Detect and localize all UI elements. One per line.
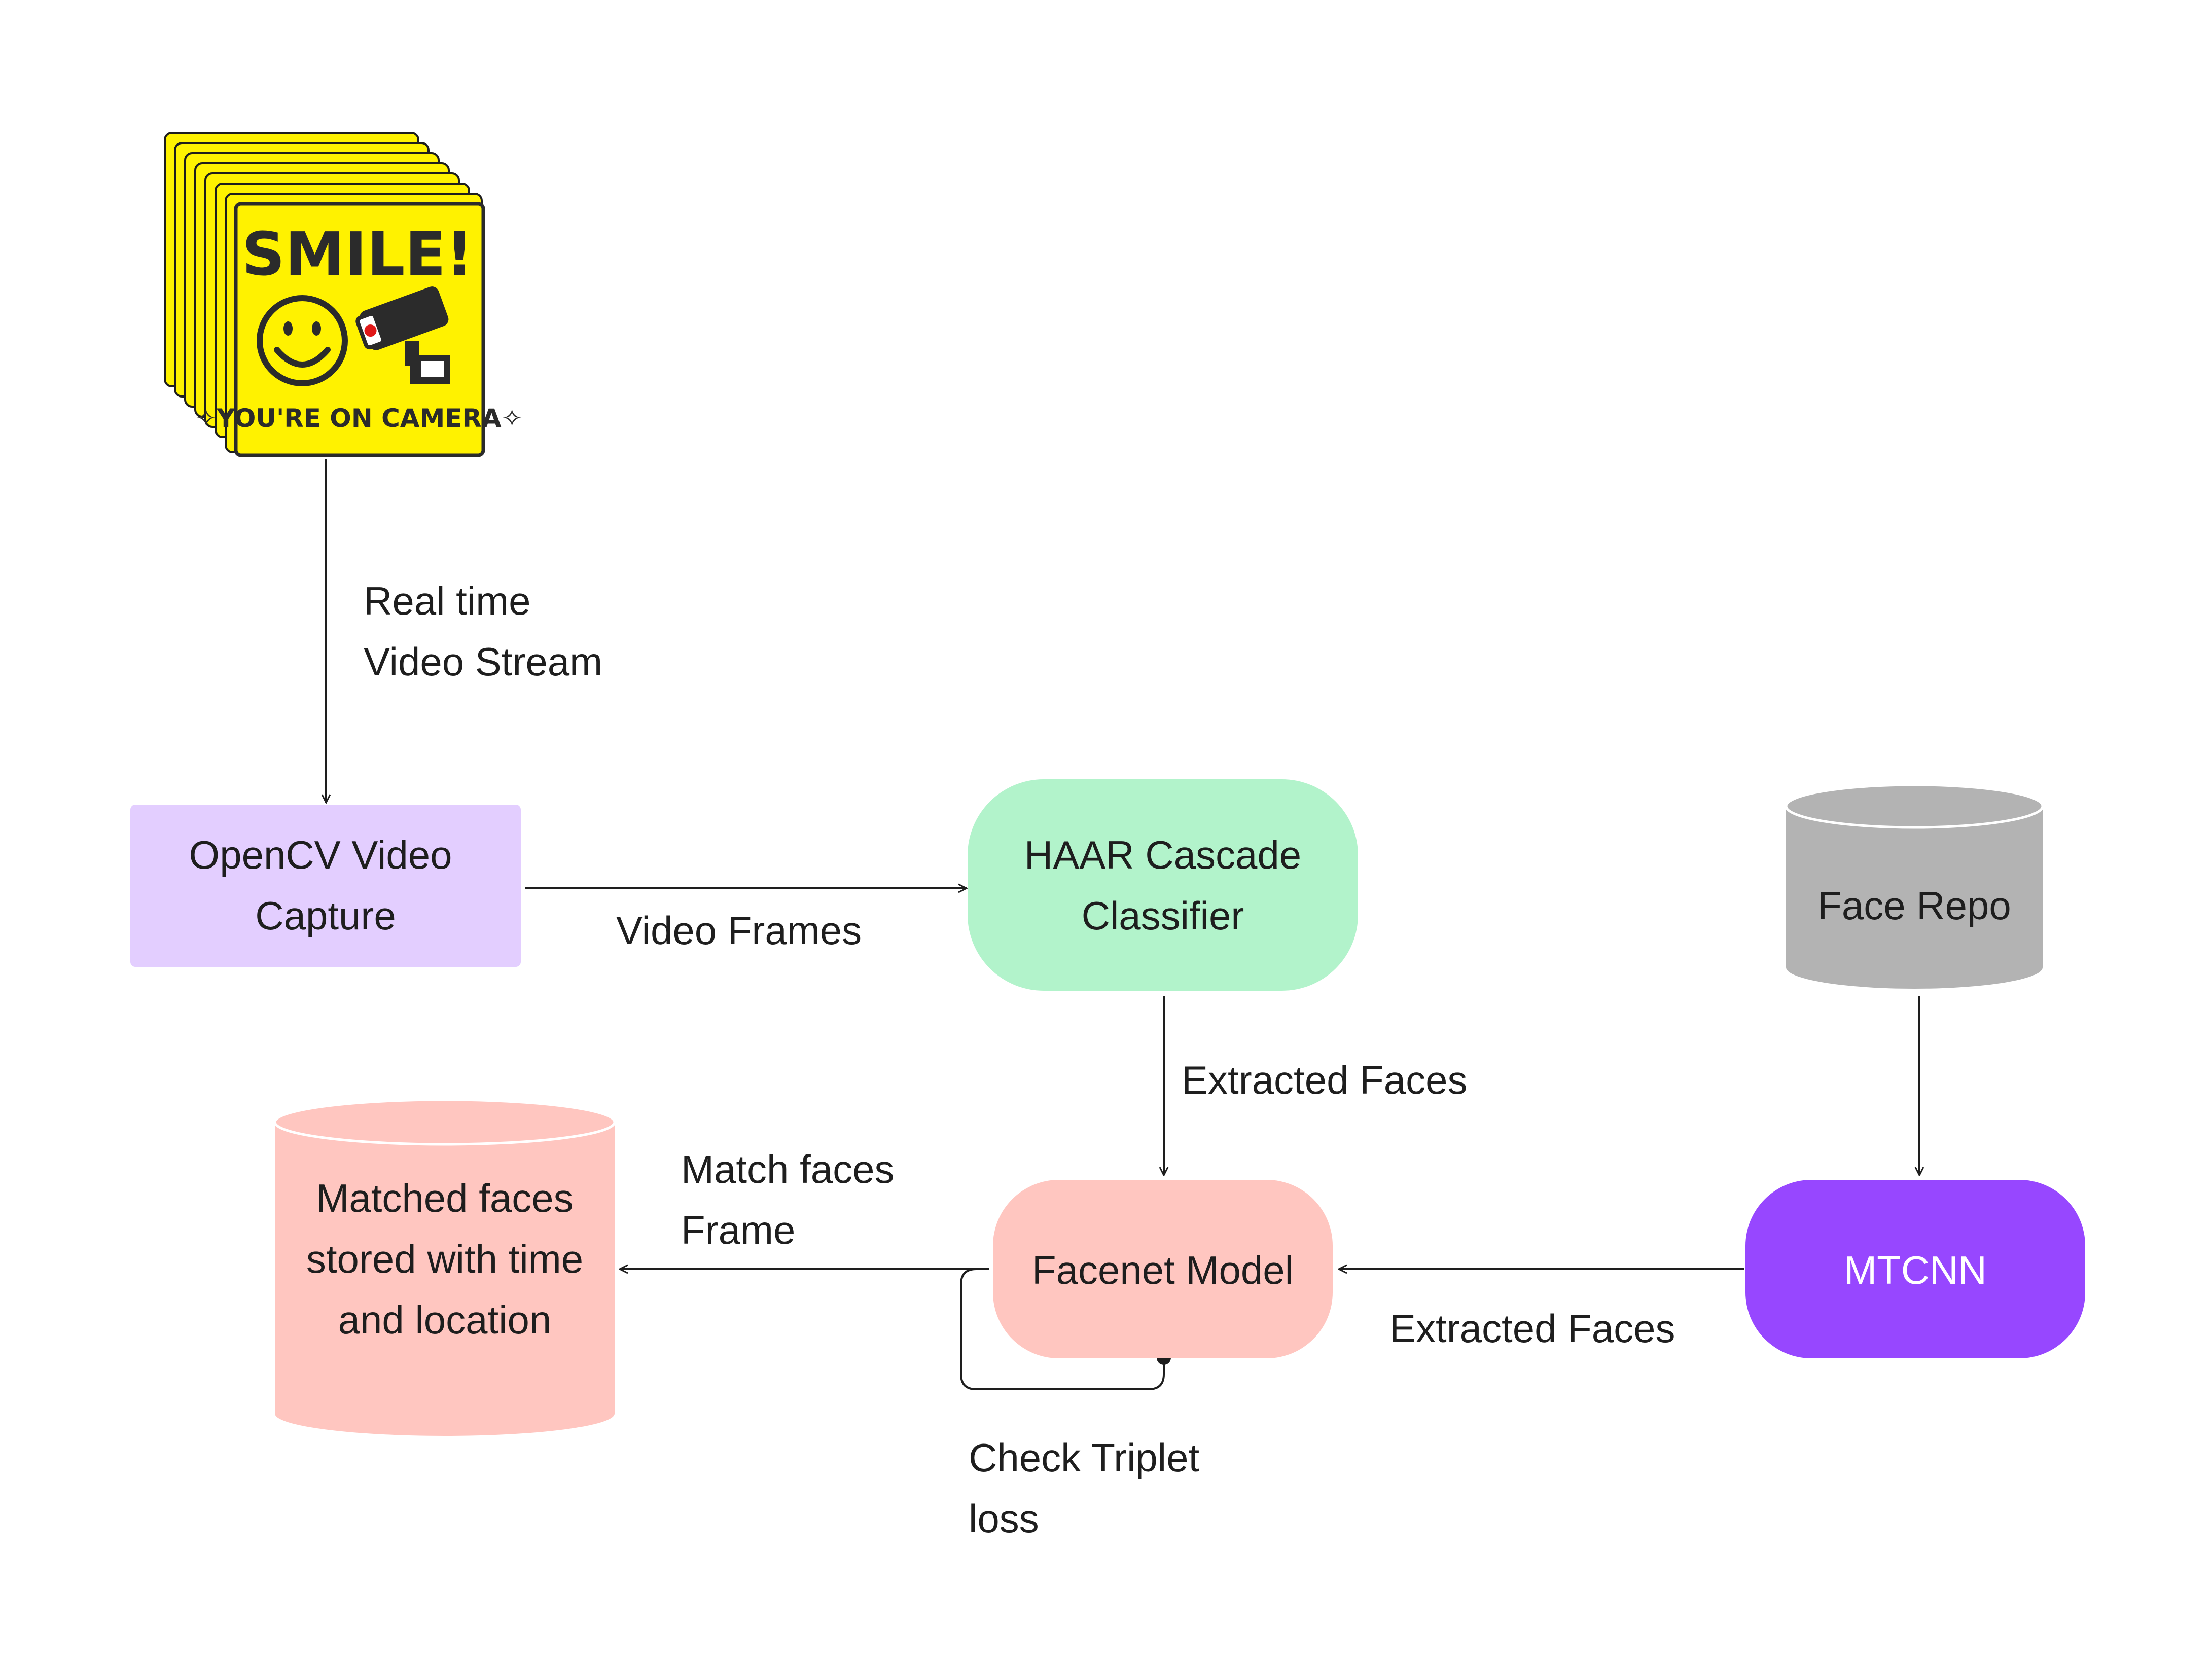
- mtcnn-label: MTCNN: [1844, 1248, 1987, 1292]
- facenet-box: [993, 1180, 1333, 1358]
- smile-camera-sign-image: SMILE! ✧YOU'RE ON CAMERA✧: [164, 132, 523, 457]
- frames-label: Video Frames: [616, 908, 862, 953]
- face-repo-cylinder-body: [1786, 806, 2043, 989]
- matched-label-line1: Matched faces: [316, 1176, 573, 1220]
- stream-label-line1: Real time: [364, 579, 530, 623]
- node-matched-faces-store: Matched faces stored with time and locat…: [273, 1098, 616, 1436]
- matched-cylinder-body: [275, 1122, 615, 1436]
- security-camera-icon: [355, 286, 450, 384]
- opencv-label-line2: Capture: [255, 893, 396, 938]
- node-face-repo: Face Repo: [1785, 783, 2044, 989]
- match-label-line2: Frame: [681, 1208, 795, 1252]
- node-mtcnn: MTCNN: [1745, 1180, 2085, 1358]
- triplet-label-line1: Check Triplet: [969, 1435, 1199, 1480]
- facenet-label: Facenet Model: [1032, 1248, 1294, 1292]
- node-haar-cascade-classifier: HAAR Cascade Classifier: [968, 779, 1358, 991]
- haar-label-line2: Classifier: [1082, 893, 1244, 938]
- sign-title-text: SMILE!: [242, 219, 473, 289]
- matched-cylinder-top: [273, 1098, 616, 1146]
- matched-label-line2: stored with time: [306, 1237, 583, 1281]
- opencv-label-line1: OpenCV Video: [189, 833, 452, 877]
- haar-box: [968, 779, 1358, 991]
- sign-subtitle-text: ✧YOU'RE ON CAMERA✧: [196, 404, 523, 433]
- smiley-icon: [257, 295, 348, 386]
- match-label-line1: Match faces: [681, 1147, 895, 1191]
- node-opencv-video-capture: OpenCV Video Capture: [130, 805, 521, 967]
- face-repo-label: Face Repo: [1817, 883, 2011, 928]
- matched-label-line3: and location: [338, 1297, 552, 1342]
- haar-extracted-label: Extracted Faces: [1182, 1058, 1468, 1102]
- mtcnn-extracted-label: Extracted Faces: [1389, 1306, 1675, 1351]
- node-facenet-model: Facenet Model: [993, 1180, 1333, 1358]
- haar-label-line1: HAAR Cascade: [1024, 833, 1301, 877]
- opencv-box: [130, 805, 521, 967]
- face-repo-cylinder-top: [1785, 783, 2044, 829]
- triplet-label-line2: loss: [969, 1496, 1039, 1541]
- triplet-loop-path: [960, 1268, 1165, 1390]
- mtcnn-box: [1745, 1180, 2085, 1358]
- stream-label-line2: Video Stream: [364, 639, 602, 684]
